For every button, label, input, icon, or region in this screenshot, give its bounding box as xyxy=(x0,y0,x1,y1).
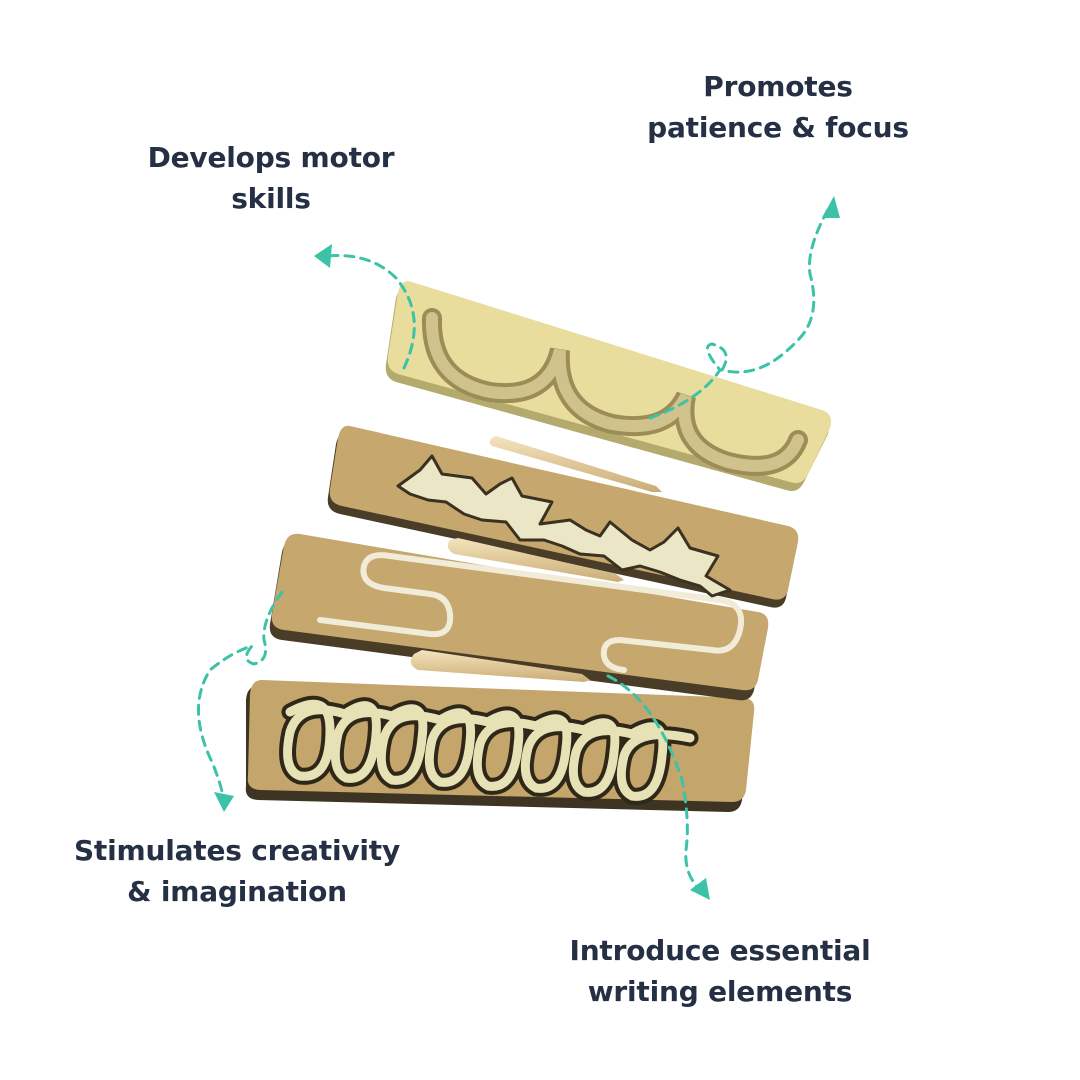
benefit-label-line: skills xyxy=(231,182,311,215)
benefit-label-line: patience & focus xyxy=(647,111,909,144)
benefit-label-line: writing elements xyxy=(587,975,853,1008)
benefit-label-line: Stimulates creativity xyxy=(73,834,401,867)
benefit-label-line: Promotes xyxy=(703,70,853,103)
tracing-board-scallops xyxy=(385,281,831,491)
benefit-label-promotes: Promotes patience & focus xyxy=(618,66,938,148)
benefit-label-creativity: Stimulates creativity & imagination xyxy=(42,830,432,912)
benefit-label-writing: Introduce essential writing elements xyxy=(520,930,920,1012)
tracing-board-loops xyxy=(245,680,755,812)
dashed-arrow-icon xyxy=(197,204,832,892)
stylus-icon xyxy=(410,436,662,682)
tracing-board-serpentine xyxy=(269,533,769,701)
benefit-label-line: & imagination xyxy=(127,875,347,908)
benefit-label-motor-skills: Develops motor skills xyxy=(116,137,426,219)
benefit-label-line: Develops motor xyxy=(147,141,395,174)
benefit-label-line: Introduce essential xyxy=(569,934,871,967)
tracing-board-stars xyxy=(327,425,799,608)
arrowheads xyxy=(214,196,840,900)
